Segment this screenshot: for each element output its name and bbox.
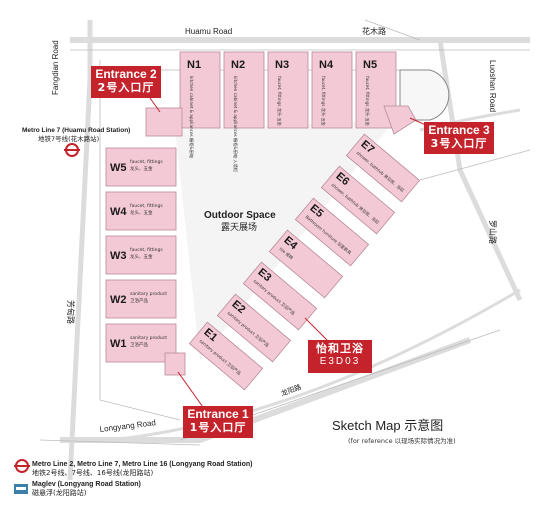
hall-desc-en: faucet, fittings: [130, 159, 163, 165]
hall-w1: [105, 323, 177, 363]
metro7-label: Metro Line 7 (Huamu Road Station): [22, 127, 130, 134]
entrance-3-cn-label: 3号入口厅: [430, 136, 488, 150]
booth-highlight: 怡和卫浴 E3D03: [308, 340, 372, 373]
hall-block: [294, 197, 370, 267]
legend-maglev: Maglev (Longyang Road Station) 磁悬浮(龙阳路站): [32, 480, 141, 499]
hall-w3: [105, 235, 177, 275]
luoshan-road-label: Luoshan Road: [488, 60, 497, 112]
hall-n4: [311, 51, 353, 129]
hall-desc: faucet, fittings 龙头·五金: [320, 76, 327, 127]
hall-desc: faucet, fittings 龙头·五金: [364, 76, 371, 127]
entrance1-pointer: [177, 371, 206, 411]
sketch-map-title: Sketch Map 示意图: [332, 418, 443, 434]
connector-northeast: [383, 105, 417, 135]
hall-label: N5: [363, 59, 377, 71]
fangdian-road-cn-label: 芳甸路: [66, 300, 76, 324]
hall-w2: [105, 279, 177, 319]
hall-block: [320, 165, 396, 235]
hall-n3: [267, 51, 309, 129]
luoshan-road-cn-label: 罗山路: [488, 220, 498, 244]
outdoor-space-cn-label: 露天展场: [221, 222, 257, 233]
hall-desc-en: sanitary product: [130, 291, 167, 297]
hall-desc-en: faucet, fittings: [130, 247, 163, 253]
entrance-1-label: Entrance 1: [187, 407, 249, 421]
hall-desc-cn: 龙头、五金: [130, 253, 153, 260]
hall-block: [188, 321, 264, 391]
entrance-3-box: Entrance 3 3号入口厅: [424, 122, 494, 154]
hall-label: W4: [110, 206, 127, 218]
hall-label: N2: [231, 59, 245, 71]
connector-southwest: [164, 352, 186, 376]
maglev-legend-icon: [14, 484, 28, 494]
hall-label: N1: [187, 59, 201, 71]
hall-label: W5: [110, 162, 127, 174]
hall-desc-cn: 卫浴产品: [130, 297, 148, 304]
hall-label: W1: [110, 338, 127, 350]
legend-metro-label: Metro Line 2, Metro Line 7, Metro Line 1…: [32, 461, 253, 468]
sketch-map-note: (for reference 以现场实际情况为准): [348, 436, 456, 445]
metro-legend-icon: [14, 459, 30, 473]
hall-block: [268, 229, 344, 299]
hall-block: [345, 133, 421, 203]
north-halls: N1 kitchen cabinet & appliances 橱柜&厨电 N2 ki…: [179, 51, 397, 172]
longyang-road-label: Longyang Road: [99, 418, 156, 434]
entrance-2-cn-label: 2号入口厅: [97, 80, 155, 94]
hall-desc-cn: 卫浴产品: [130, 341, 148, 348]
hall-desc: kitchen cabinet & appliances 橱柜&厨电·入墙柜: [232, 76, 239, 172]
booth-code: E3D03: [319, 355, 361, 367]
hall-block: [216, 293, 292, 363]
round-building: [399, 69, 450, 121]
hall-desc: faucet, fittings 龙头·五金: [276, 76, 283, 127]
metro7-cn-label: 地铁7号线(花木路站): [38, 134, 99, 143]
legend-maglev-label: Maglev (Longyang Road Station): [32, 481, 141, 488]
huamu-road-cn-label: 花木路: [362, 26, 386, 36]
connector-northwest: [145, 107, 183, 137]
hall-desc-cn: 龙头、五金: [130, 165, 153, 172]
outdoor-space-label: Outdoor Space: [204, 210, 276, 221]
hall-desc-en: faucet, fittings: [130, 203, 163, 209]
hall-block: [242, 261, 318, 331]
entrance-2-box: Entrance 2 2号入口厅: [91, 66, 161, 98]
entrance-2-label: Entrance 2: [95, 67, 157, 81]
hall-label: N4: [319, 59, 334, 71]
huamu-road-label: Huamu Road: [185, 27, 232, 36]
legend-metro-cn-label: 地铁2号线、7号线、16号线(龙阳路站): [32, 469, 154, 478]
hall-w4: [105, 191, 177, 231]
entrance-1-box: Entrance 1 1号入口厅: [183, 406, 253, 438]
hall-desc-en: sanitary product: [130, 335, 167, 341]
hall-w5: [105, 147, 177, 187]
legend-maglev-cn-label: 磁悬浮(龙阳路站): [32, 489, 87, 498]
entrance-1-cn-label: 1号入口厅: [189, 420, 247, 434]
legend-metro: Metro Line 2, Metro Line 7, Metro Line 1…: [32, 460, 253, 479]
hall-label: N3: [275, 59, 289, 71]
hall-label: W3: [110, 250, 127, 262]
fangdian-road-label: Fangdian Road: [51, 40, 60, 95]
hall-label: W2: [110, 294, 127, 306]
hall-desc-cn: 龙头、五金: [130, 209, 153, 216]
hall-n1: [179, 51, 221, 129]
metro-line7-icon: [64, 143, 80, 157]
entrance2-pointer: [149, 97, 161, 113]
booth-pointer: [304, 317, 331, 344]
hall-n2: [223, 51, 265, 129]
booth-name: 怡和卫浴: [316, 342, 364, 355]
hall-desc: kitchen cabinet & appliances 橱柜&厨电: [188, 76, 195, 159]
entrance-3-label: Entrance 3: [428, 123, 490, 137]
